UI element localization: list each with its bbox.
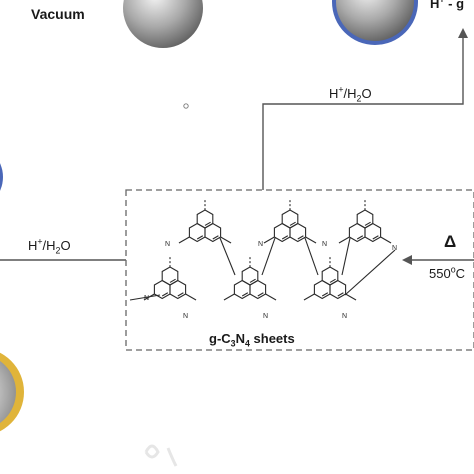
- heptazine-ring-bottom-3-2: [329, 279, 347, 300]
- sphere-top-center: [123, 0, 203, 48]
- nitrogen-atom-1: N: [258, 241, 263, 248]
- label-arrow-up: H+/H2O: [329, 84, 372, 104]
- bond-top-1-0: [204, 221, 211, 226]
- bond-bottom-1-2: [177, 292, 184, 297]
- faint-watermark-mark: [144, 444, 178, 467]
- bond-bottom-2-2: [257, 292, 264, 297]
- bond-top-1-1: [196, 235, 204, 240]
- nitrogen-atom-4: N: [263, 313, 268, 320]
- small-ring-mark: [183, 103, 189, 109]
- bond-bottom-1-1: [161, 292, 169, 297]
- nitrogen-atom-2: N: [322, 241, 327, 248]
- link-0: [219, 237, 236, 276]
- nitrogen-atom-3: N: [183, 313, 188, 320]
- bridge-bottom-2-1: [223, 293, 235, 301]
- label-arrow-left: H+/H2O: [28, 236, 71, 256]
- sphere-top-right-blue: [332, 0, 418, 45]
- bond-top-1-2: [212, 235, 219, 240]
- bridge-top-1-2: [220, 236, 232, 244]
- label-temperature: 550oC: [429, 264, 466, 281]
- heptazine-ring-top-2-2: [289, 222, 307, 243]
- bridge-top-3-1: [338, 236, 350, 244]
- bond-bottom-3-2: [337, 292, 344, 297]
- bridge-bottom-3-2: [345, 293, 357, 301]
- bond-top-3-2: [372, 235, 379, 240]
- bond-top-2-2: [297, 235, 304, 240]
- bond-bottom-3-0: [329, 278, 336, 283]
- bond-top-2-1: [281, 235, 289, 240]
- link-3: [341, 237, 351, 276]
- heptazine-ring-top-1-2: [204, 222, 222, 243]
- sphere-left-blue: [0, 163, 3, 191]
- bridge-top-3-2: [380, 236, 392, 244]
- nitrogen-atom-5: N: [342, 313, 347, 320]
- bridge-bottom-1-2: [185, 293, 197, 301]
- bond-bottom-3-1: [321, 292, 329, 297]
- bridge-bottom-2-2: [265, 293, 277, 301]
- heptazine-ring-bottom-1-2: [169, 279, 187, 300]
- sphere-bottom-left-gold: [0, 352, 24, 432]
- bridge-top-1-1: [178, 236, 190, 244]
- nitrogen-atom-7: N: [392, 245, 397, 252]
- link-4: [129, 294, 161, 301]
- heptazine-ring-top-3-2: [364, 222, 382, 243]
- bridge-bottom-3-1: [303, 293, 315, 301]
- label-delta: Δ: [444, 232, 457, 251]
- label-g-c3n4-sheets: g-C3N4 sheets: [209, 331, 295, 349]
- bridge-top-2-1: [263, 236, 275, 244]
- bond-top-3-1: [356, 235, 364, 240]
- heptazine-ring-bottom-2-2: [249, 279, 267, 300]
- bond-bottom-2-0: [249, 278, 256, 283]
- g-c3n4-structure: N N N N N N N N: [129, 198, 397, 320]
- arrow-up-right: [262, 28, 468, 190]
- bond-top-2-0: [289, 221, 296, 226]
- sheet-dashed-box: [125, 189, 474, 351]
- nitrogen-atom-6: N: [144, 295, 149, 302]
- bond-bottom-1-0: [169, 278, 176, 283]
- link-2: [304, 237, 319, 276]
- bridge-top-2-2: [305, 236, 317, 244]
- nitrogen-atom-0: N: [165, 241, 170, 248]
- link-1: [261, 237, 276, 276]
- bond-bottom-2-1: [241, 292, 249, 297]
- label-top-right: H+ - g: [430, 0, 465, 11]
- label-vacuum: Vacuum: [31, 6, 85, 22]
- link-5: [344, 249, 396, 296]
- bond-top-3-0: [364, 221, 371, 226]
